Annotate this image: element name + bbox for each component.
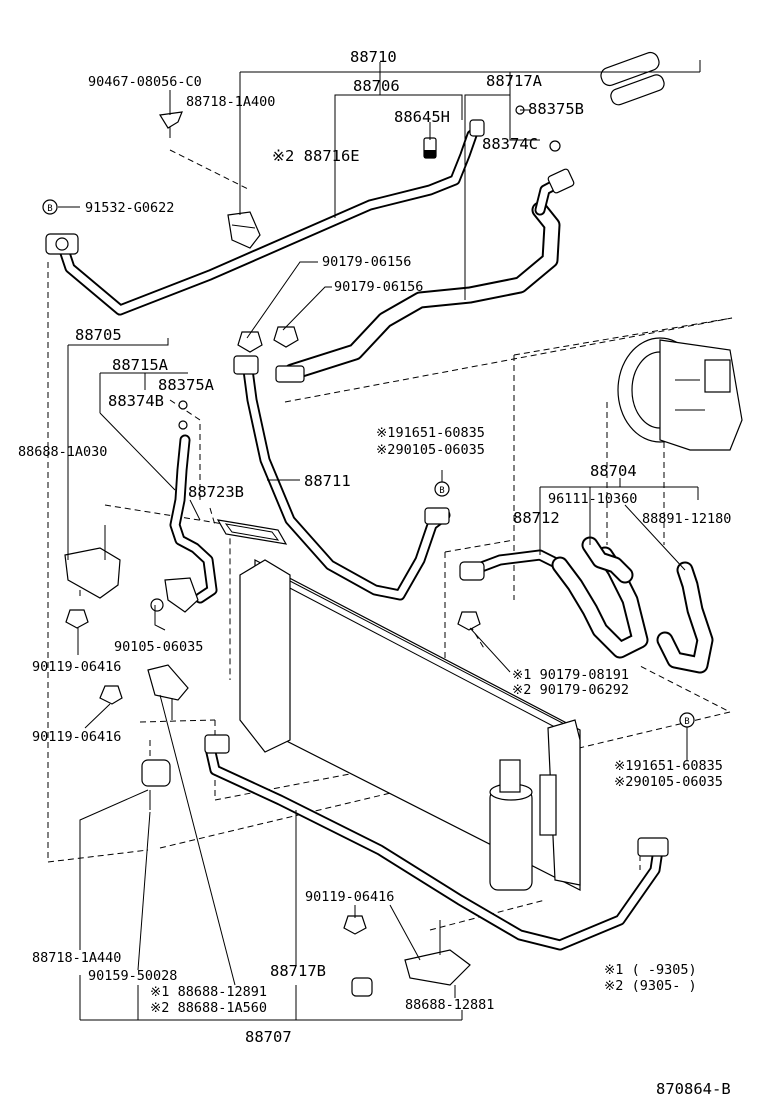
nut-90179-b — [273, 326, 299, 348]
o-ring-markers — [178, 105, 561, 430]
figure-id: 870864-B — [656, 1080, 731, 1098]
label-90105-06035: 90105-06035 — [114, 639, 203, 655]
label-191651-60835-b: ※191651-60835 — [614, 758, 723, 774]
bolt-90119-b — [99, 685, 123, 705]
label-88716E: ※2 88716E — [272, 147, 360, 165]
pipe-88706[interactable] — [56, 129, 478, 316]
label-88717B: 88717B — [270, 962, 326, 980]
leader-lines — [58, 60, 701, 1021]
clamp-88718-1A440 — [141, 759, 171, 810]
label-88707: 88707 — [245, 1028, 292, 1046]
seal-88723B — [216, 519, 288, 545]
bracket-left-mid — [150, 577, 199, 613]
label-88710: 88710 — [350, 48, 397, 66]
bracket-88688-12891 — [147, 664, 189, 720]
fitting-88717A-end — [275, 365, 305, 383]
hose-88704[interactable] — [551, 536, 714, 674]
label-88718-1A400: 88718-1A400 — [186, 94, 275, 110]
label-88688-12881: 88688-12881 — [405, 997, 494, 1013]
label-90159-50028: 90159-50028 — [88, 968, 177, 984]
label-88688-1A560: ※2 88688-1A560 — [150, 1000, 267, 1016]
switch-88645H — [423, 137, 437, 159]
pipe-88715A[interactable] — [169, 434, 218, 604]
label-88688-1A030: 88688-1A030 — [18, 444, 107, 460]
fitting-88711-top — [233, 355, 259, 375]
label-290105-06035-b: ※290105-06035 — [614, 774, 723, 790]
label-88715A: 88715A — [112, 356, 169, 374]
bracket-88688-1A030 — [64, 525, 121, 599]
label-191651-60835-a: ※191651-60835 — [376, 425, 485, 441]
label-90179-06156-a: 90179-06156 — [322, 254, 411, 270]
label-88711: 88711 — [304, 472, 351, 490]
fitting-88712-end — [459, 561, 485, 581]
fitting-88711-end — [424, 507, 450, 525]
label-90119-06416-c: 90119-06416 — [305, 889, 394, 905]
label-88375B: 88375B — [528, 100, 584, 118]
fitting-88717B-top — [204, 734, 230, 754]
fitting-top-right — [600, 51, 665, 106]
label-88718-1A440: 88718-1A440 — [32, 950, 121, 966]
bolt-90119-c — [343, 915, 367, 935]
label-90179-08191: ※1 90179-08191 — [512, 667, 629, 683]
label-88374C: 88374C — [482, 135, 538, 153]
fitting-88717A-top — [469, 119, 575, 194]
label-290105-06035-a: ※290105-06035 — [376, 442, 485, 458]
label-88717A: 88717A — [486, 72, 543, 90]
label-88704: 88704 — [590, 462, 637, 480]
bracket-88688-12881 — [389, 904, 471, 986]
label-88705: 88705 — [75, 326, 122, 344]
pipe-88717A[interactable] — [283, 176, 566, 381]
clip-small-bottom — [351, 977, 373, 997]
label-90467-08056-C0: 90467-08056-C0 — [88, 74, 202, 90]
fitting-88706-end — [45, 233, 79, 255]
label-96111-10360: 96111-10360 — [548, 491, 637, 507]
note-2: ※2 (9305- ) — [604, 978, 697, 994]
label-88375A: 88375A — [158, 376, 215, 394]
bolt-marker-91532: B — [42, 199, 58, 215]
label-90179-06292: ※2 90179-06292 — [512, 682, 629, 698]
label-88891-12180: 88891-12180 — [642, 511, 731, 527]
pipe-88717B[interactable] — [204, 742, 664, 951]
svg-text:B: B — [439, 486, 444, 496]
label-88374B: 88374B — [108, 392, 164, 410]
label-90119-06416-a: 90119-06416 — [32, 659, 121, 675]
bolt-90119-a — [65, 609, 89, 629]
label-88712: 88712 — [513, 509, 560, 527]
label-88645H: 88645H — [394, 108, 450, 126]
bolt-marker-right: B — [679, 712, 695, 728]
note-1: ※1 ( -9305) — [604, 962, 697, 978]
label-90119-06416-b: 90119-06416 — [32, 729, 121, 745]
bolt-marker-mid: B — [434, 481, 450, 497]
part-labels: 88710 88706 88717A 90467-08056-C0 88718-… — [18, 48, 731, 1098]
nut-90179-a — [237, 331, 263, 353]
label-88723B: 88723B — [188, 483, 244, 501]
label-88706: 88706 — [353, 77, 400, 95]
receiver-dryer — [489, 759, 557, 891]
label-90179-06156-b: 90179-06156 — [334, 279, 423, 295]
label-88688-12891: ※1 88688-12891 — [150, 984, 267, 1000]
pipe-88711[interactable] — [242, 364, 451, 601]
nut-90179-08191 — [457, 611, 481, 631]
svg-text:B: B — [47, 204, 52, 214]
clip-90467 — [159, 111, 183, 138]
svg-text:B: B — [684, 717, 689, 727]
bracket-88718-1A400 — [227, 211, 261, 249]
fitting-88717B-end — [637, 837, 669, 857]
compressor — [617, 337, 743, 451]
label-91532-G0622: 91532-G0622 — [85, 200, 174, 216]
